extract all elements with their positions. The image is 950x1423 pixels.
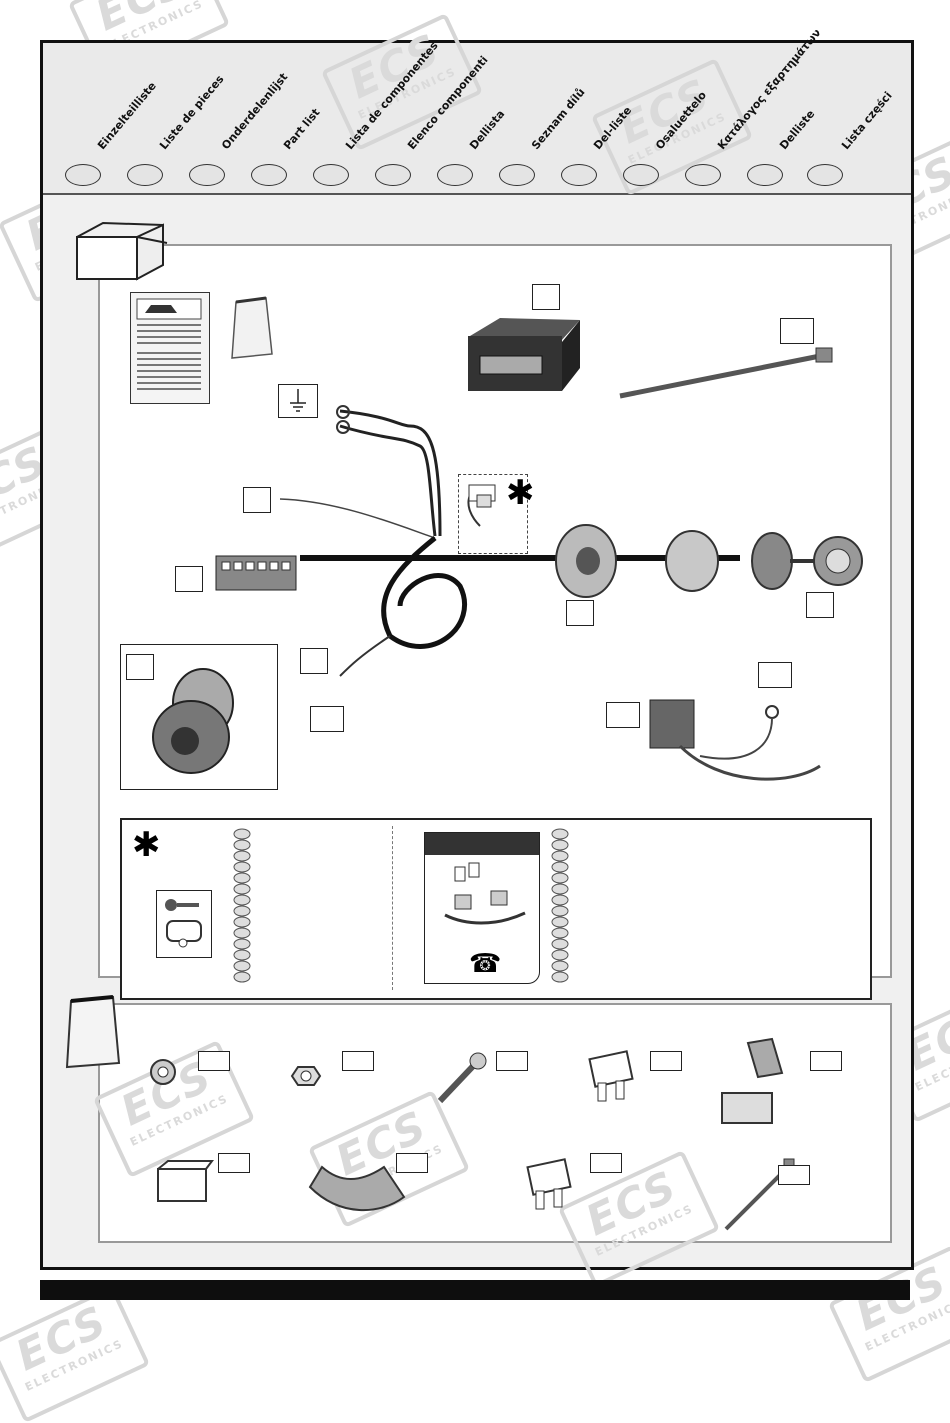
extension-kit-parts: [444, 862, 526, 925]
bottom-bar: [40, 1280, 910, 1300]
part-number-box: [175, 566, 203, 592]
part-number-box: [650, 1051, 682, 1071]
fuse-holder: [721, 1037, 784, 1124]
part-number-box: [342, 1051, 374, 1071]
part-number-box: [810, 1051, 842, 1071]
lang-oval: [499, 164, 535, 186]
lang-oval: [623, 164, 659, 186]
harness-plug-connector: [215, 555, 297, 591]
cable-tie: [619, 347, 833, 399]
package-box-icon: [76, 221, 168, 281]
option-circle-list: [551, 828, 569, 983]
asterisk-icon: ✱: [506, 473, 535, 513]
lang-label-nl: Onderdelenlijst: [219, 70, 291, 152]
part-number-box: [243, 487, 271, 513]
nut: [290, 1066, 322, 1086]
lang-oval: [189, 164, 225, 186]
lang-label-de: Einzelteilliste: [95, 79, 159, 152]
optional-info-box: ✱ ☎: [120, 818, 872, 1000]
part-number-box: [300, 648, 328, 674]
fuse: [588, 1050, 634, 1102]
part-number-box: [310, 706, 344, 732]
lang-label-cs: Seznam dílů: [529, 85, 588, 152]
kit-contents-panel: ✱ ✱: [98, 244, 892, 1000]
part-number-box: [606, 702, 640, 728]
extension-kit-header: [425, 833, 539, 855]
lang-label-fi: Osaluettelo: [653, 88, 710, 152]
option-circle-list: [233, 828, 251, 983]
lang-label-da: Del-liste: [591, 104, 635, 152]
socket-image-box: [120, 644, 278, 790]
divider-line: [392, 826, 393, 990]
part-number-box: [758, 662, 792, 688]
lang-oval: [251, 164, 287, 186]
part-number-box: [566, 600, 594, 626]
part-number-box: [218, 1153, 250, 1173]
lang-oval: [313, 164, 349, 186]
part-number-box: [496, 1051, 528, 1071]
socket-icon: [152, 668, 234, 774]
lang-label-fr: Liste de pieces: [157, 72, 227, 152]
lang-label-en: Part list: [281, 106, 323, 152]
plastic-bag-icon: [231, 296, 273, 359]
part-number-box: [532, 284, 560, 310]
part-number-box: [198, 1051, 230, 1071]
control-module: [468, 318, 580, 391]
instruction-booklet: [130, 292, 210, 404]
part-number-box: [590, 1153, 622, 1173]
key-icon: [165, 899, 199, 911]
booklet-lines: [136, 298, 202, 390]
optional-connector-box: [458, 474, 528, 554]
asterisk-icon: ✱: [132, 825, 161, 865]
lang-oval: [561, 164, 597, 186]
parts-bag-icon: [65, 995, 121, 1069]
screw: [437, 1052, 487, 1104]
lang-oval: [437, 164, 473, 186]
lang-oval: [375, 164, 411, 186]
lang-oval: [747, 164, 783, 186]
extension-kit-box: ☎: [424, 832, 540, 984]
part-number-box: [396, 1153, 428, 1173]
part-number-box: [780, 318, 814, 344]
lang-oval: [65, 164, 101, 186]
wiring-harness: [279, 405, 863, 677]
lang-oval: [807, 164, 843, 186]
lang-oval: [685, 164, 721, 186]
part-number-box: [778, 1165, 810, 1185]
lang-oval: [127, 164, 163, 186]
lang-label-el: Κατάλογος εξαρτημάτων: [715, 26, 824, 152]
lang-label-no: Delliste: [777, 107, 818, 152]
telephone-icon: ☎: [469, 949, 502, 979]
caravan-icon: [166, 920, 202, 948]
key-caravan-icon-box: [156, 890, 212, 958]
ground-symbol-icon: [278, 384, 318, 418]
part-number-box: [126, 654, 154, 680]
lang-label-sv: Dellista: [467, 107, 508, 152]
fuse: [526, 1158, 572, 1210]
part-number-box: [806, 592, 834, 618]
adhesive-pad: [308, 1165, 406, 1212]
relay-connector: [649, 699, 821, 781]
fuse-box-housing: [157, 1160, 214, 1202]
lang-label-pl: Lista części: [839, 89, 895, 152]
washer: [150, 1059, 176, 1085]
